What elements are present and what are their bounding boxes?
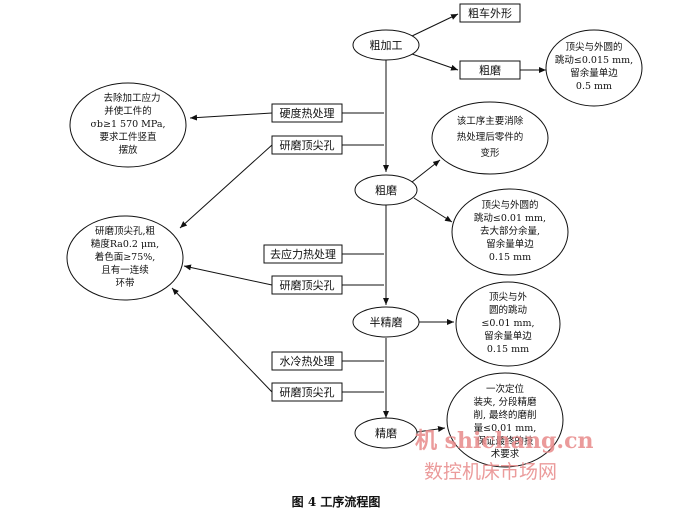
note-line: 圆的跳动 <box>489 304 527 316</box>
figure-caption: 图 4 工序流程图 <box>292 494 381 509</box>
note-line: 跳动≤0.015 mm, <box>555 54 633 66</box>
watermark-line-2: 数控机床市场网 <box>424 461 557 483</box>
box-water-cooling-treatment: 水冷热处理 <box>271 351 343 371</box>
note-line: 去大部分余量, <box>480 225 540 237</box>
note-line: 留余量单边 <box>570 67 618 79</box>
watermark: 机 shichang.cn 数控机床市场网 <box>415 428 593 483</box>
box-lap-center-holes-3: 研磨顶尖孔 <box>271 382 343 402</box>
note-line: 量≤0.01 mm, <box>474 423 537 434</box>
box-hardness-heat-treatment: 硬度热处理 <box>271 103 343 123</box>
note-line: 留余量单边 <box>484 330 532 342</box>
note-line: ≤0.01 mm, <box>481 318 534 329</box>
stage-semi-finish-grinding: 半精磨 <box>352 306 420 338</box>
box-rough-grinding: 粗磨 <box>459 60 521 80</box>
box-label: 粗车外形 <box>468 6 512 20</box>
note-line: 0.15 mm <box>487 344 529 355</box>
note-stress-removal: 去除加工应力 并使工件的 σb≥1 570 MPa, 要求工件竖直 摆放 <box>69 82 187 168</box>
note-line: 留余量单边 <box>486 238 534 250</box>
box-lap-center-holes-2: 研磨顶尖孔 <box>271 275 343 295</box>
note-line: 研磨顶尖孔,粗 <box>95 225 156 237</box>
note-line: 装夹, 分段精磨 <box>473 396 537 408</box>
note-line: 摆放 <box>118 144 138 156</box>
stage-finish-grinding: 精磨 <box>354 417 418 449</box>
note-line: 一次定位 <box>486 383 525 395</box>
note-semi-finish-result: 顶尖与外 圆的跳动 ≤0.01 mm, 留余量单边 0.15 mm <box>455 281 561 367</box>
note-center-hole-lapping: 研磨顶尖孔,粗 糙度Ra0.2 μm, 着色面≥75%, 且有一连续 环带 <box>66 215 184 301</box>
connector <box>183 264 273 286</box>
connector <box>411 159 441 183</box>
note-line: 要求工件竖直 <box>99 131 157 143</box>
note-line: 跳动≤0.01 mm, <box>474 212 546 224</box>
connector <box>416 426 446 433</box>
note-line: 顶尖与外 <box>489 291 528 303</box>
note-line: 热处理后零件的 <box>457 131 524 143</box>
connector <box>411 13 459 37</box>
connector <box>189 112 273 121</box>
stage-rough-grinding: 粗磨 <box>354 174 418 206</box>
box-label: 研磨顶尖孔 <box>280 386 335 399</box>
box-label: 研磨顶尖孔 <box>280 139 335 152</box>
note-line: 该工序主要消除 <box>457 115 524 127</box>
note-line: 去除加工应力 <box>103 92 160 104</box>
watermark-line-1: 机 shichang.cn <box>415 428 593 454</box>
note-line: 顶尖与外圆的 <box>565 41 622 53</box>
note-line: 着色面≥75%, <box>95 251 156 263</box>
connector <box>411 53 459 71</box>
note-line: 顶尖与外圆的 <box>481 199 538 211</box>
note-line: 0.15 mm <box>489 252 531 263</box>
note-finish-grinding-result: 一次定位 装夹, 分段精磨 削, 最终的磨削 量≤0.01 mm, 保证最终的技… <box>446 372 564 468</box>
note-stage-remark: 该工序主要消除 热处理后零件的 变形 <box>431 101 549 175</box>
note-line: 并使工件的 <box>104 105 152 117</box>
note-line: 0.5 mm <box>576 81 612 92</box>
box-label: 硬度热处理 <box>280 106 335 120</box>
box-label: 研磨顶尖孔 <box>280 279 335 292</box>
connector <box>413 197 453 223</box>
stage-label: 粗加工 <box>370 39 403 52</box>
note-line: 且有一连续 <box>101 264 149 276</box>
box-label: 去应力热处理 <box>270 247 336 261</box>
note-line: 削, 最终的磨削 <box>473 409 536 421</box>
stage-rough-machining: 粗加工 <box>352 29 420 61</box>
connector <box>171 287 273 393</box>
note-line: 环带 <box>115 278 135 289</box>
note-line: 变形 <box>480 147 500 159</box>
box-lap-center-holes-1: 研磨顶尖孔 <box>271 135 343 155</box>
stage-label: 粗磨 <box>375 184 397 197</box>
note-rough-grinding-result: 顶尖与外圆的 跳动≤0.01 mm, 去大部分余量, 留余量单边 0.15 mm <box>451 188 569 276</box>
note-line: 术要求 <box>491 448 520 460</box>
connector <box>179 144 273 229</box>
note-rough-grinding-spec: 顶尖与外圆的 跳动≤0.015 mm, 留余量单边 0.5 mm <box>545 29 643 107</box>
note-line: σb≥1 570 MPa, <box>90 119 165 130</box>
stage-label: 半精磨 <box>370 315 403 329</box>
box-label: 水冷热处理 <box>280 355 335 368</box>
box-label: 粗磨 <box>479 64 501 77</box>
note-line: 糙度Ra0.2 μm, <box>91 238 159 250</box>
box-rough-turning: 粗车外形 <box>459 3 521 23</box>
stage-label: 精磨 <box>375 427 397 440</box>
box-stress-relief: 去应力热处理 <box>263 244 343 264</box>
note-line: 保证最终的技 <box>476 435 534 447</box>
